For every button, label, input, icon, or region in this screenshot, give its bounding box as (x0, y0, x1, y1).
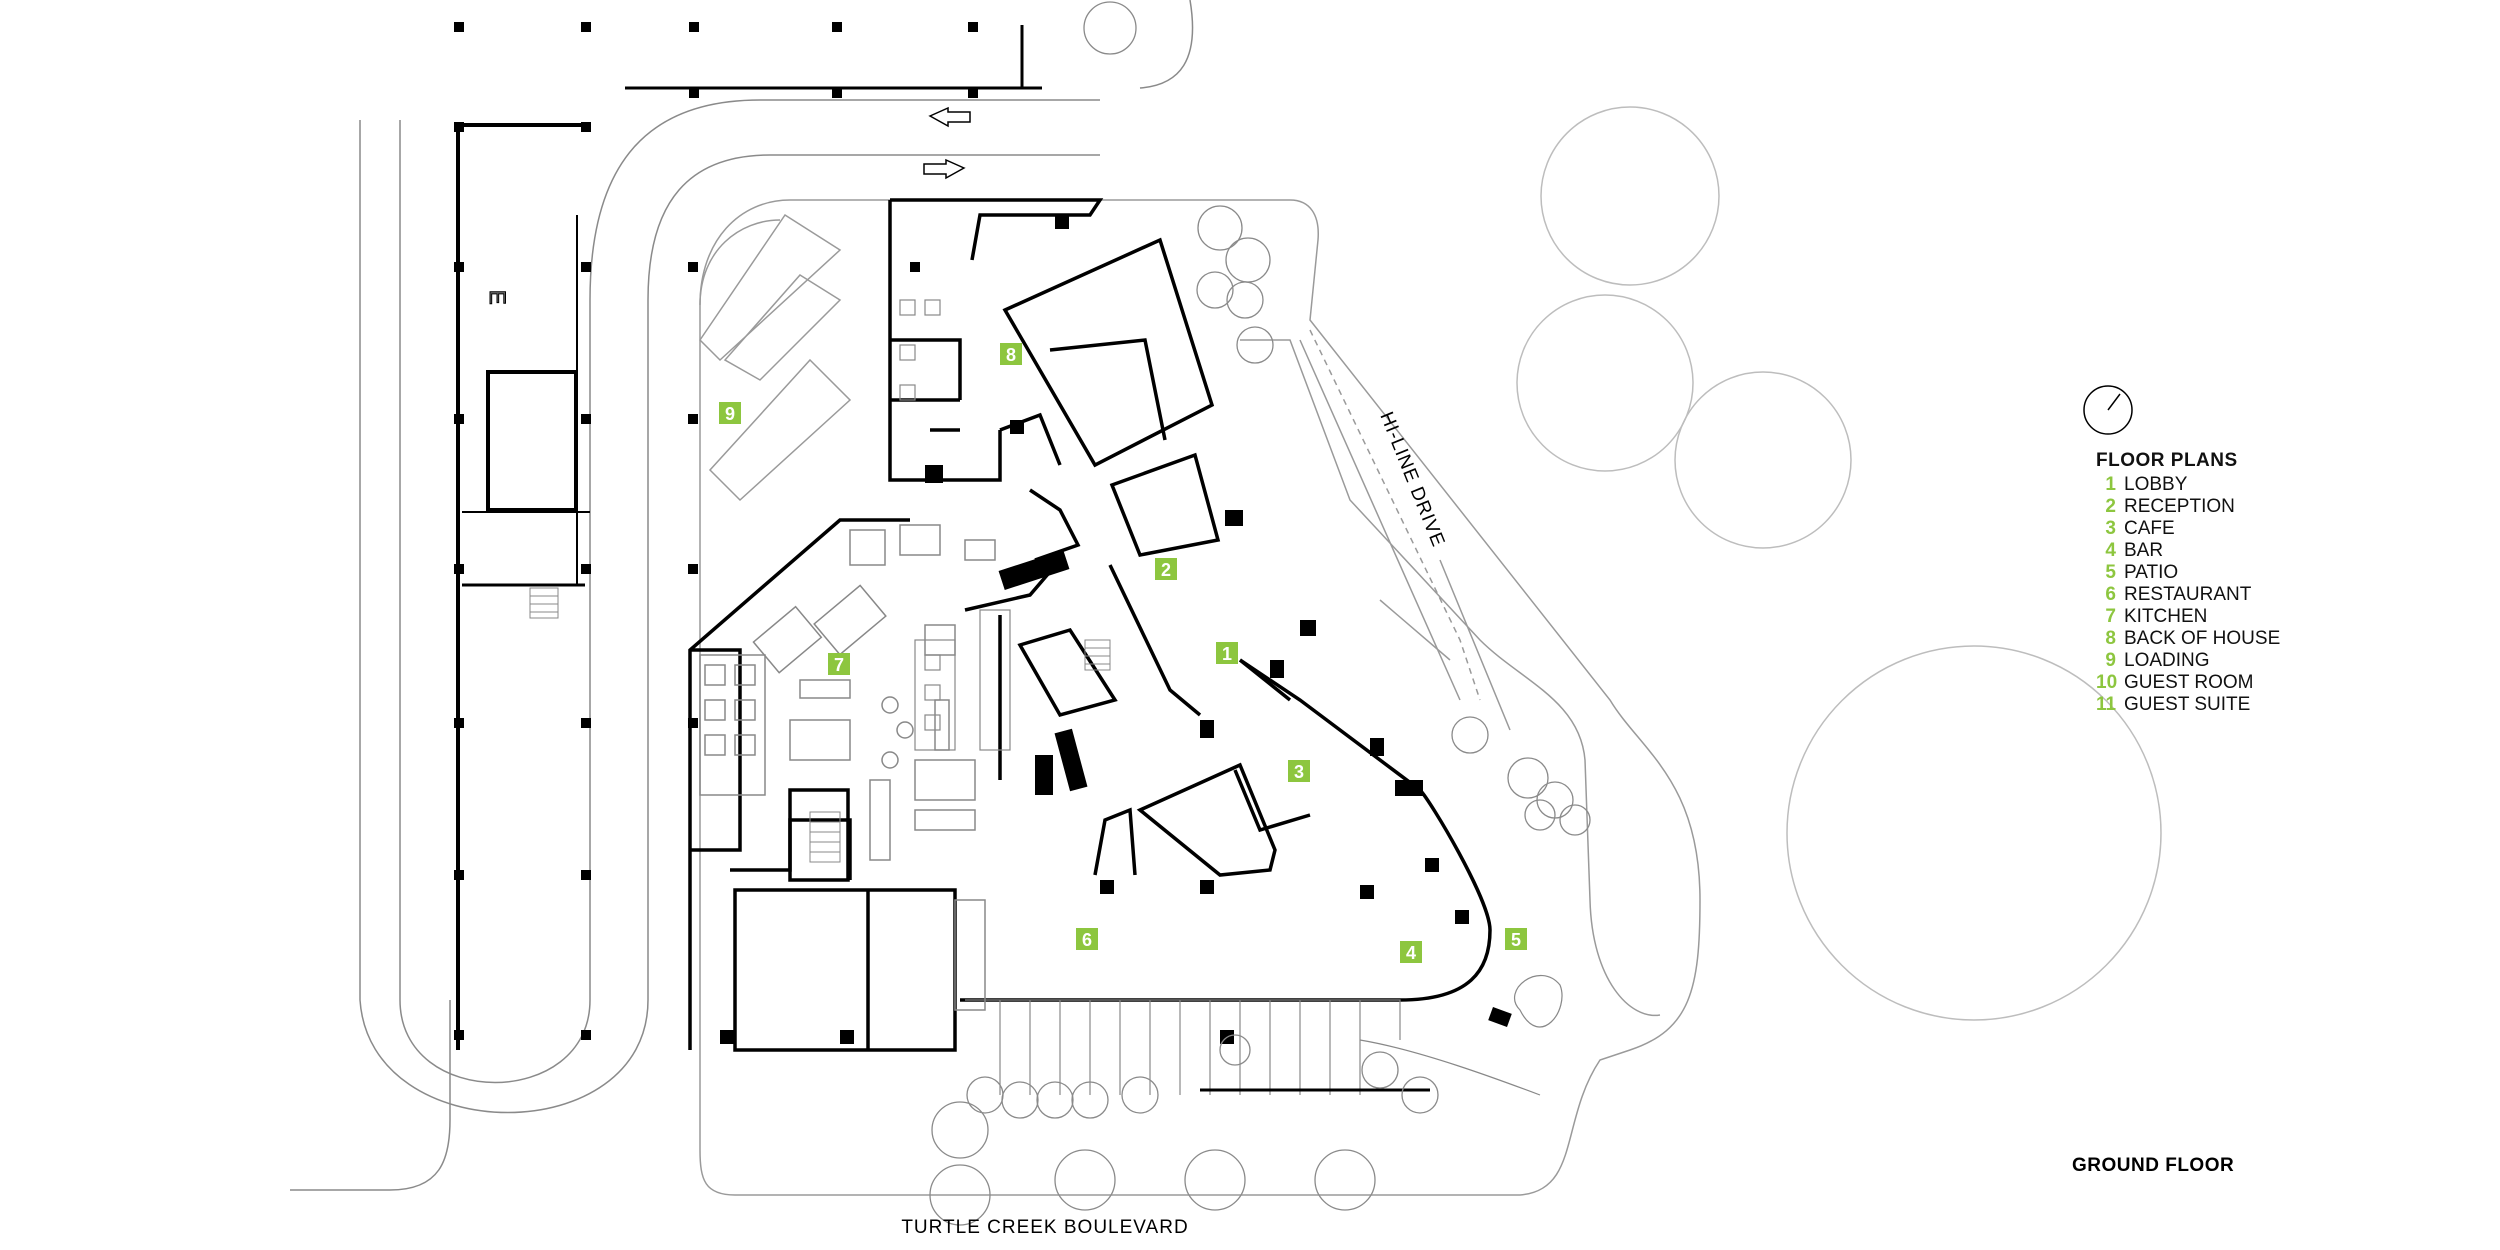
restroom-fixtures (899, 299, 1011, 751)
svg-text:3: 3 (1294, 762, 1304, 782)
drive-curve-top (1139, 0, 1194, 89)
stairs (529, 587, 1111, 863)
solid-walls (720, 215, 1512, 1044)
svg-text:6: 6 (1082, 930, 1092, 950)
arrow-left-icon (928, 106, 971, 128)
svg-text:E: E (485, 290, 510, 305)
svg-text:1: 1 (1222, 644, 1232, 664)
top-structure (625, 25, 1042, 90)
traffic-arrows (923, 106, 971, 180)
svg-text:8: 8 (1006, 345, 1016, 365)
arrow-right-icon (923, 158, 966, 180)
loading-dock (699, 213, 852, 502)
legend-title: FLOOR PLANS (2096, 450, 2238, 471)
svg-text:2: 2 (1161, 560, 1171, 580)
site-circle (1516, 294, 1694, 472)
room-tag-8: 8 (1000, 343, 1022, 365)
site-boundary (699, 199, 1701, 1196)
room-tag-1: 1 (1216, 642, 1238, 664)
svg-text:5: 5 (1511, 930, 1521, 950)
drive-bottom (290, 1000, 451, 1191)
room-tags: 1 2 3 4 5 6 7 8 9 (719, 343, 1527, 963)
trees (929, 1, 1591, 1226)
street-label-east: HI-LINE DRIVE (1375, 409, 1448, 550)
driveway (290, 0, 1194, 1191)
drive-inner (359, 120, 1100, 1114)
north-arrow-icon (2083, 385, 2133, 435)
room-tag-6: 6 (1076, 928, 1098, 950)
svg-text:9: 9 (725, 404, 735, 424)
drive-outer (399, 99, 1100, 1084)
room-tag-5: 5 (1505, 928, 1527, 950)
site-circles (1516, 106, 2162, 1021)
terrace-steps (965, 974, 1563, 1096)
kitchen-fixtures (699, 524, 996, 1011)
room-tag-4: 4 (1400, 941, 1422, 963)
floor-label: GROUND FLOOR (2072, 1155, 2235, 1176)
site-circle (1674, 371, 1852, 549)
room-tag-7: 7 (828, 653, 850, 675)
room-tag-3: 3 (1288, 760, 1310, 782)
room-tag-9: 9 (719, 402, 741, 424)
site-circle (1540, 106, 1720, 286)
svg-text:7: 7 (834, 655, 844, 675)
left-garage: E (456, 123, 590, 1050)
site-circle (1786, 645, 2162, 1021)
street-label-south: TURTLE CREEK BOULEVARD (901, 1217, 1188, 1238)
svg-text:4: 4 (1406, 943, 1416, 963)
room-tag-2: 2 (1155, 558, 1177, 580)
